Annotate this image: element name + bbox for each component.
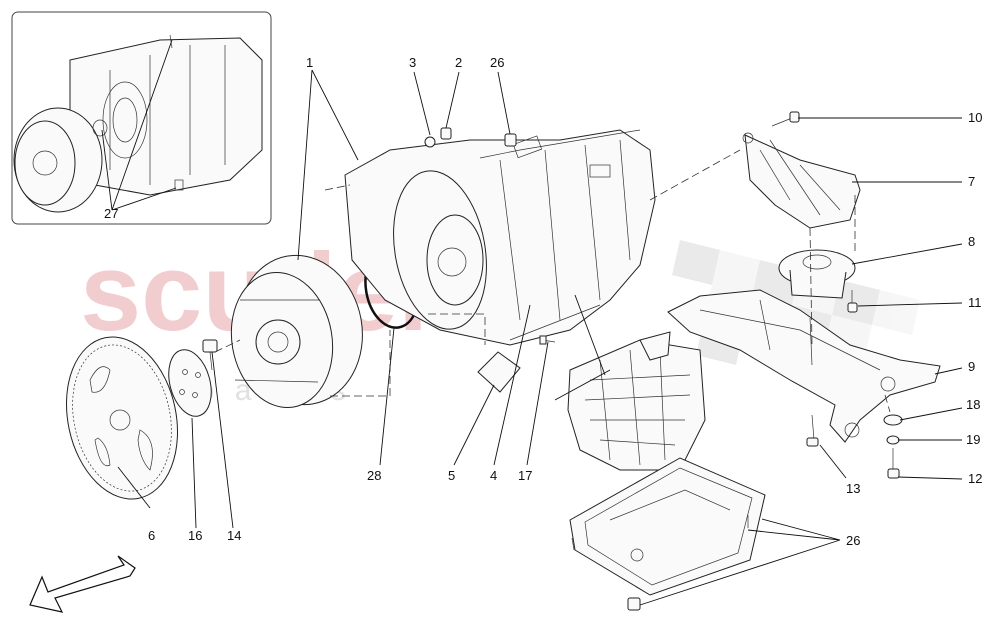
callout-14: 14: [227, 528, 241, 543]
drive-plate: [168, 349, 212, 417]
callout-17: 17: [518, 468, 532, 483]
direction-arrow-icon: [29, 555, 136, 613]
callout-labels: 1 2 3 4 5 6 7 8 9 10 11 12 13 14 16 17 1…: [104, 55, 982, 548]
callout-13: 13: [846, 481, 860, 496]
callout-4: 4: [490, 468, 497, 483]
bolt-10: [771, 111, 800, 127]
torque-converter: [230, 254, 363, 409]
callout-6: 6: [148, 528, 155, 543]
callout-18: 18: [966, 397, 980, 412]
callout-9: 9: [968, 359, 975, 374]
flywheel: [65, 336, 179, 500]
valve-body: [567, 331, 706, 471]
callout-3: 3: [409, 55, 416, 70]
crossmember: [667, 289, 941, 443]
callout-19: 19: [966, 432, 980, 447]
inset-overview: [11, 11, 272, 225]
leader-lines: [117, 69, 963, 606]
bolt-11: [847, 290, 858, 313]
callout-10: 10: [968, 110, 982, 125]
callout-5: 5: [448, 468, 455, 483]
washer-18: [883, 414, 903, 426]
callout-1: 1: [306, 55, 313, 70]
bolt-12: [887, 448, 900, 479]
callout-26-bottom: 26: [846, 533, 860, 548]
oil-pan: [569, 457, 766, 611]
callout-8: 8: [968, 234, 975, 249]
mount-bracket: [742, 132, 861, 229]
washer-19: [886, 435, 900, 445]
callout-27: 27: [104, 206, 118, 221]
cover-pad: [477, 351, 521, 393]
plug-3: [424, 136, 436, 148]
callout-2: 2: [455, 55, 462, 70]
transmission-housing: [344, 129, 656, 346]
bolt-17: [539, 335, 556, 345]
callout-26-top: 26: [490, 55, 504, 70]
alignment-lines: [214, 149, 891, 413]
callout-12: 12: [968, 471, 982, 486]
callout-28: 28: [367, 468, 381, 483]
bolt-13: [806, 414, 819, 447]
callout-16: 16: [188, 528, 202, 543]
plug-2: [440, 127, 452, 140]
plug-26-top: [504, 133, 517, 147]
callout-7: 7: [968, 174, 975, 189]
bolt-14: [202, 339, 218, 371]
callout-11: 11: [968, 295, 982, 310]
rubber-mount: [778, 249, 856, 299]
